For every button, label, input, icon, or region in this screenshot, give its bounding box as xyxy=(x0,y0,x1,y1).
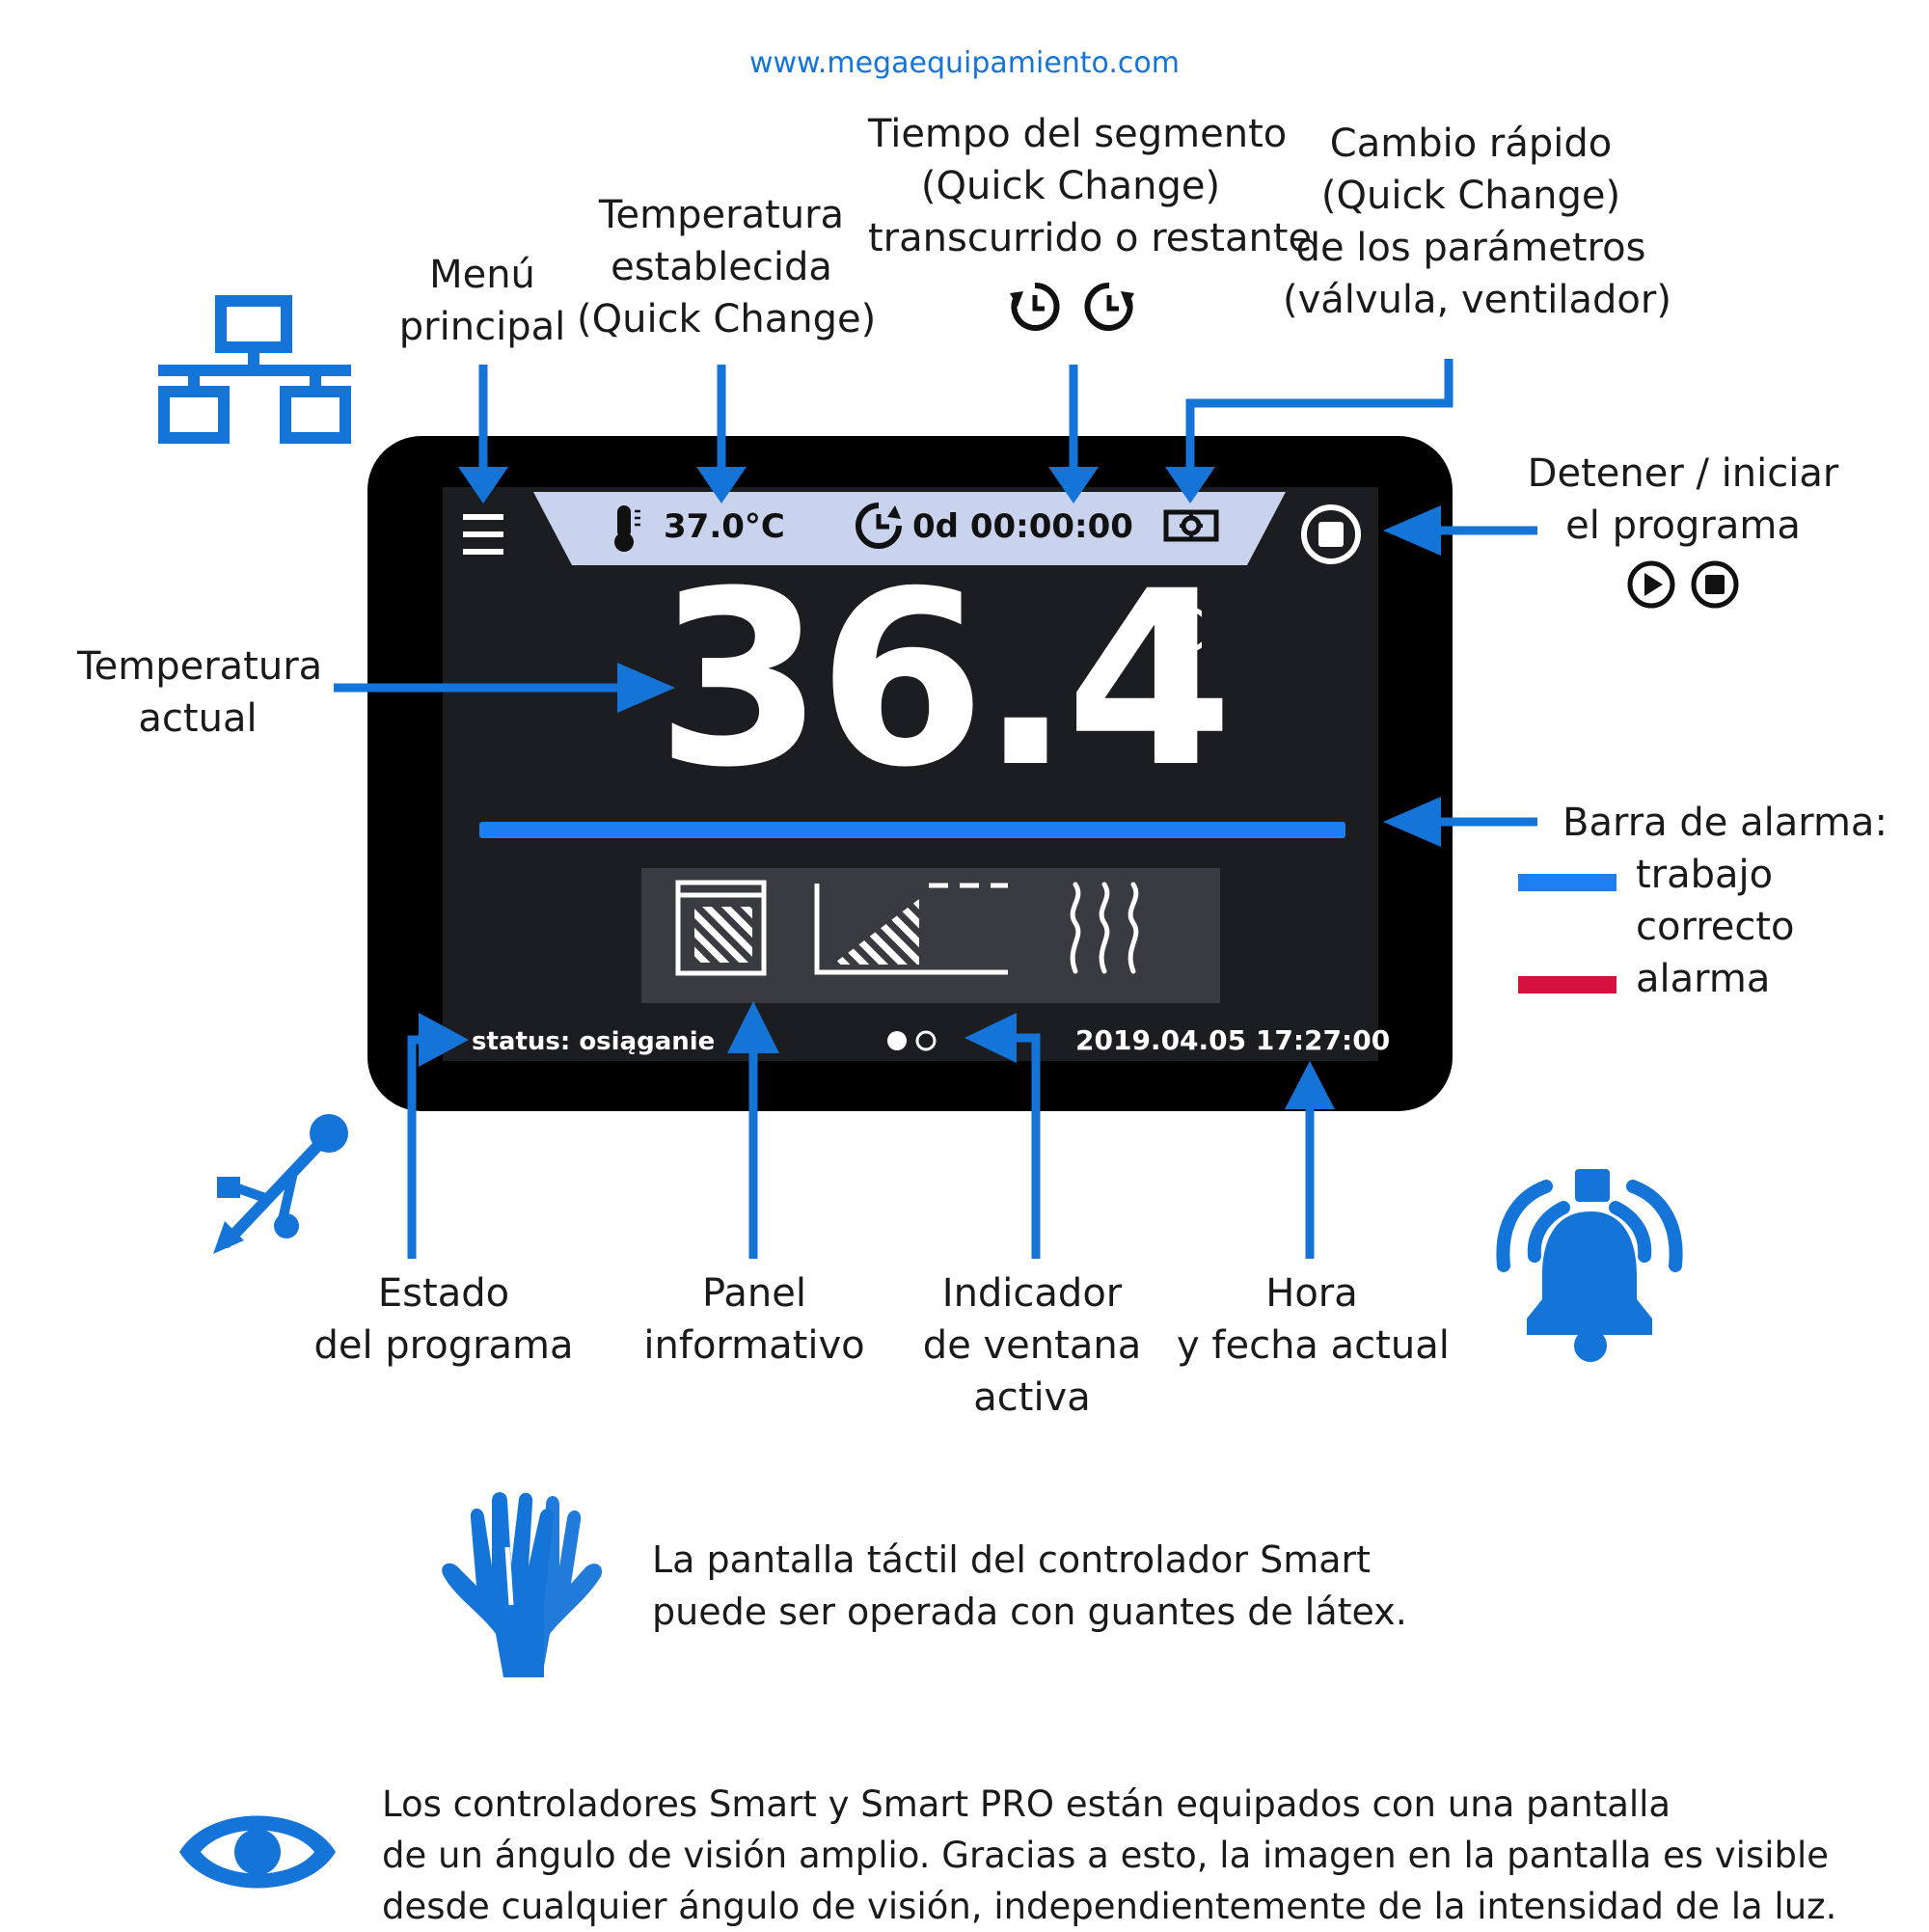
gloves-icon xyxy=(442,1492,603,1677)
alarm-bell-icon xyxy=(1496,1169,1683,1362)
label-alarm-bar: Barra de alarma: xyxy=(1562,801,1888,845)
alarm-bar xyxy=(479,822,1345,838)
legend-swatch-ok xyxy=(1518,874,1617,891)
label-time-date: Hora y fecha actual xyxy=(1177,1271,1450,1368)
viewing-angle-note: Los controladores Smart y Smart PRO está… xyxy=(382,1783,1837,1927)
play-icon xyxy=(1627,560,1675,609)
label-current-temperature: Temperatura actual xyxy=(77,644,323,741)
legend-swatch-alarm xyxy=(1518,976,1617,993)
current-datetime: 2019.04.05 17:27:00 xyxy=(1075,1024,1391,1056)
set-temperature-value[interactable]: 37.0°C xyxy=(664,507,785,546)
timer-icon xyxy=(856,503,902,549)
label-segment-time: Tiempo del segmento (Quick Change) trans… xyxy=(868,112,1313,260)
chamber-icon xyxy=(675,880,767,976)
temperature-unit: °C xyxy=(1133,595,1206,666)
time-elapsed-icon xyxy=(1010,282,1060,331)
website-url[interactable]: www.megaequipamiento.com xyxy=(748,46,1180,80)
label-quick-change-params: Cambio rápido (Quick Change) de los pará… xyxy=(1283,122,1671,322)
window-indicator[interactable] xyxy=(885,1028,939,1053)
program-status: status: osiąganie xyxy=(472,1027,716,1056)
label-set-temperature: Temperatura establecida (Quick Change) xyxy=(577,193,877,341)
label-alarm-alarm: alarma xyxy=(1636,957,1771,1001)
label-program-status: Estado del programa xyxy=(313,1271,574,1368)
stop-icon xyxy=(1691,560,1739,609)
usb-icon xyxy=(213,1114,348,1254)
time-remaining-icon xyxy=(1084,282,1134,331)
quick-change-bar xyxy=(533,492,1286,565)
label-main-menu: Menú principal xyxy=(398,253,566,349)
label-info-panel: Panel informativo xyxy=(643,1271,865,1368)
current-temperature: 36.4 xyxy=(656,539,1234,820)
network-icon xyxy=(158,295,351,444)
segment-time-value[interactable]: 0d 00:00:00 xyxy=(912,507,1133,546)
menu-icon[interactable] xyxy=(463,514,503,557)
ramp-icon xyxy=(814,883,1008,975)
gloves-note: La pantalla táctil del controlador Smart… xyxy=(652,1538,1407,1633)
eye-icon xyxy=(179,1815,336,1889)
label-alarm-ok: trabajo correcto xyxy=(1636,853,1795,949)
label-stop-start: Detener / iniciar el programa xyxy=(1527,451,1839,548)
settings-icon[interactable] xyxy=(1162,508,1220,543)
label-window-indicator: Indicador de ventana activa xyxy=(922,1271,1142,1420)
thermometer-icon xyxy=(614,505,640,552)
stop-start-button[interactable] xyxy=(1300,503,1362,565)
heating-icon xyxy=(1070,882,1139,974)
